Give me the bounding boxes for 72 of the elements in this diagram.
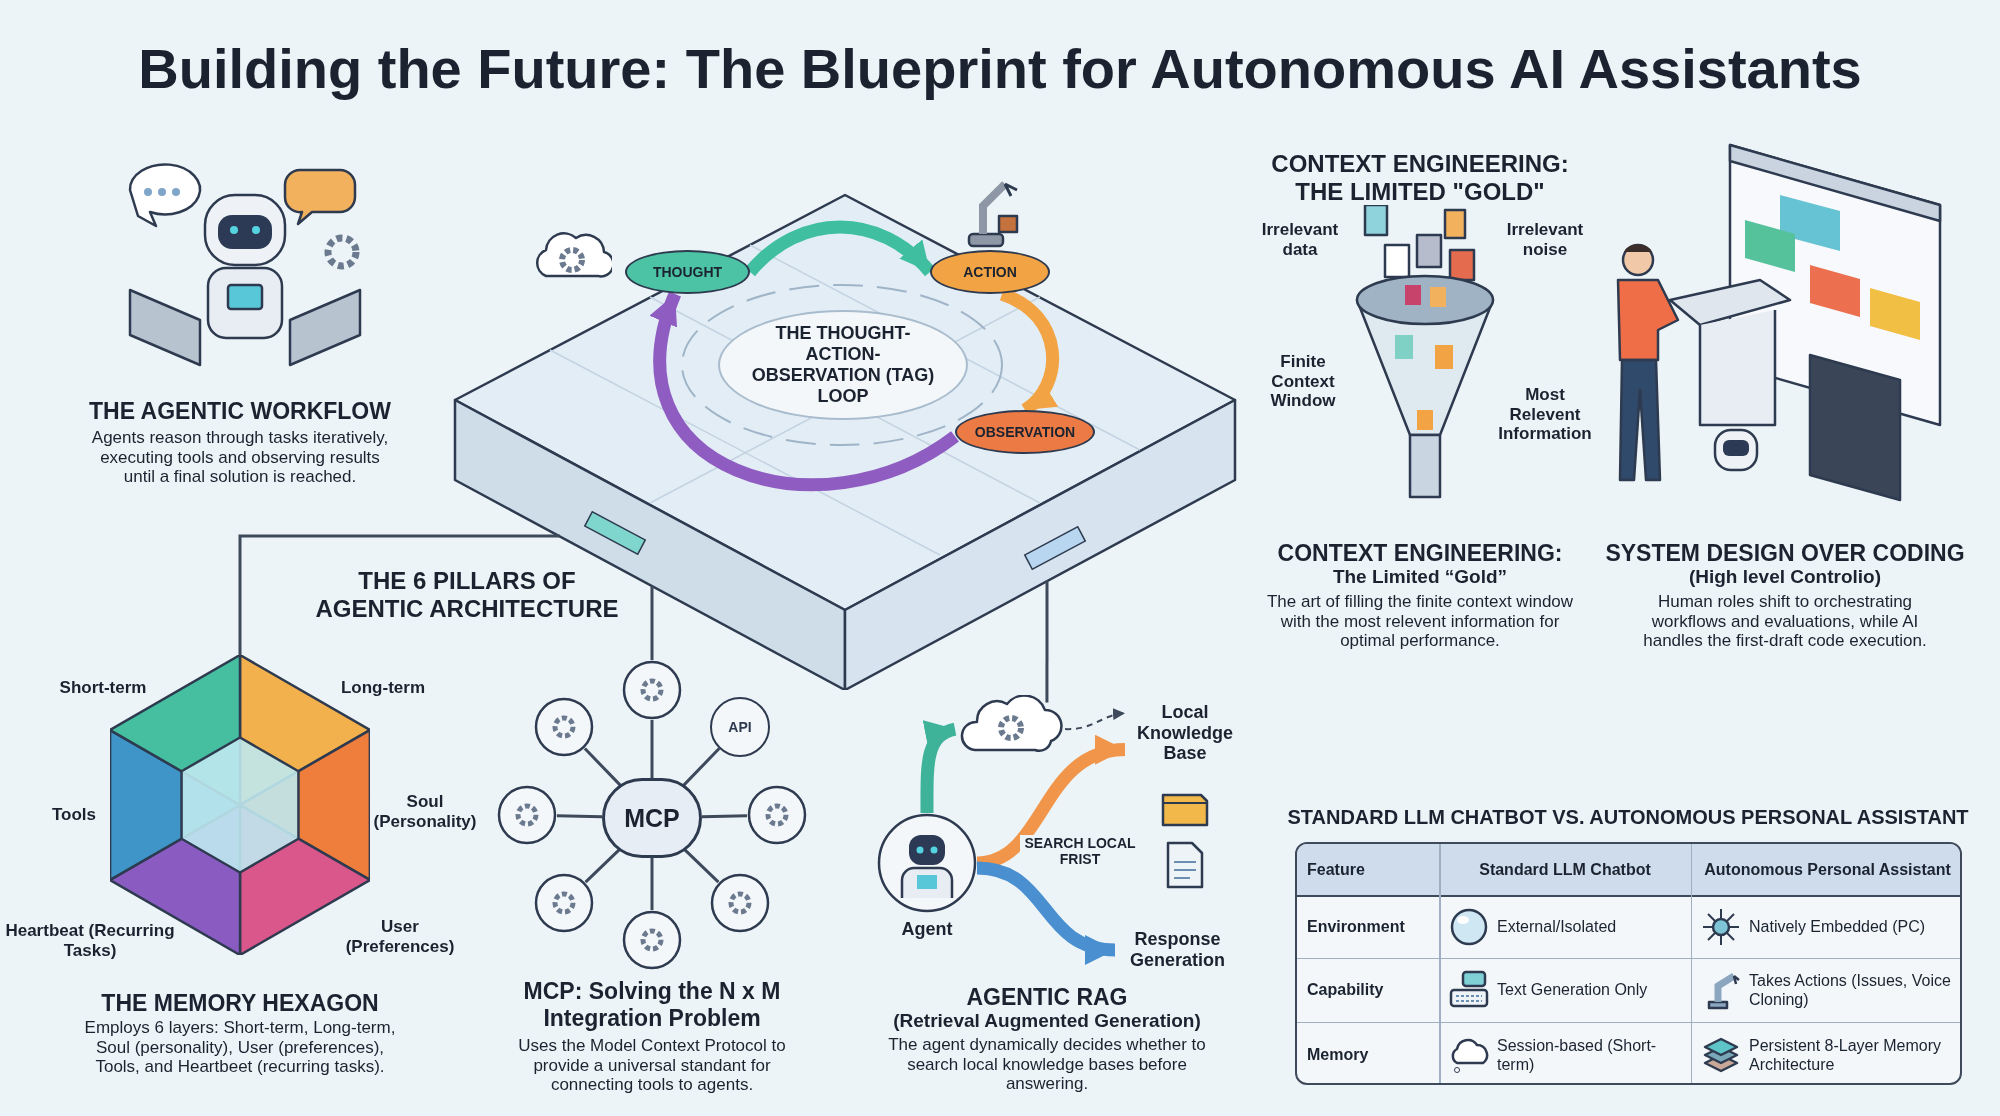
segment-label: User (Preferences)	[345, 917, 455, 957]
row-header: Environment	[1307, 916, 1406, 937]
connector-line	[650, 858, 654, 910]
section-heading: CONTEXT ENGINEERING:	[1276, 540, 1564, 567]
connector-line	[650, 720, 654, 778]
table-text: Natively Embedded (PC)	[1749, 916, 1927, 937]
tool-circle	[622, 660, 682, 720]
tool-circle: API	[710, 697, 770, 757]
description: The agent dynamically decides whether to search local knowledge bases before answering.	[887, 1035, 1207, 1094]
table-text: Persistent 8-Layer Memory Architecture	[1749, 1035, 1943, 1074]
tool-circle	[497, 785, 557, 845]
callout-text: Finite Context Window	[1269, 352, 1337, 411]
tool-circle	[534, 873, 594, 933]
loop-step-pill: THOUGHT	[625, 250, 750, 294]
segment-label: Long-term	[339, 678, 426, 698]
connector-line	[583, 747, 623, 788]
section-heading: SYSTEM DESIGN OVER CODING	[1604, 540, 1966, 567]
arrow	[976, 861, 1116, 963]
connector-line	[238, 534, 560, 655]
row-header: Capability	[1307, 980, 1385, 1000]
section-heading: CONTEXT ENGINEERING: THE LIMITED "GOLD"	[1270, 150, 1570, 206]
section-heading: AGENTIC RAG	[965, 984, 1129, 1011]
connector-line	[584, 847, 622, 884]
callout-text: Irrelevant noise	[1505, 220, 1585, 260]
node-label: Response Generation	[1115, 925, 1240, 975]
section-heading: MCP: Solving the N x M Integration Problem	[522, 978, 782, 1032]
table-text: Session-based (Short-term)	[1497, 1035, 1658, 1074]
arrow	[1064, 708, 1126, 731]
subheading: (High level Controlio)	[1687, 566, 1883, 588]
table-text: Text Generation Only	[1497, 980, 1649, 1000]
connector-line	[650, 585, 654, 660]
description: Employs 6 layers: Short-term, Long-term, Soul (personality), User (preferences), Tools, and Heartbeet (recurring tasks).	[83, 1018, 397, 1077]
callout-text: Irrelevant data	[1260, 220, 1340, 260]
tool-circle	[747, 785, 807, 845]
description: Agents reason through tasks iteratively, executing tools and observing results until a final solution is reached.	[90, 428, 390, 487]
connector-line	[681, 747, 721, 788]
connector-line	[701, 814, 748, 819]
section-heading: THE AGENTIC WORKFLOW	[88, 398, 392, 425]
arrow	[920, 722, 957, 814]
column-header: Autonomous Personal Assistant	[1703, 859, 1952, 880]
hub-node: MCP	[602, 778, 702, 858]
segment-label: Heartbeat (Recurring Tasks)	[5, 921, 175, 961]
connector-line	[682, 847, 720, 884]
section-heading: THE MEMORY HEXAGON	[100, 990, 380, 1017]
row-header: Memory	[1307, 1044, 1370, 1065]
section-heading: THE 6 PILLARS OF AGENTIC ARCHITECTURE	[314, 567, 620, 623]
connector-line	[556, 814, 603, 819]
column-header: Feature	[1307, 859, 1366, 880]
description: Uses the Model Context Protocol to provide a universal standant for connecting tools to agents.	[517, 1036, 787, 1095]
arrow	[651, 292, 959, 492]
callout-text: Most Relevent Information	[1497, 385, 1593, 444]
description: Human roles shift to orchestrating workflows and evaluations, while AI handles the first-draft code execution.	[1642, 592, 1928, 651]
node-label: Local Knowledge Base	[1125, 700, 1245, 766]
tool-circle	[534, 697, 594, 757]
segment-label: Tools	[50, 805, 98, 825]
table-text: Takes Actions (Issues, Voice Cloning)	[1749, 970, 1952, 1010]
arrow	[745, 220, 935, 277]
tool-circle	[622, 910, 682, 970]
node-caption: Agent	[900, 919, 954, 940]
description: The art of filling the finite context window with the most relevent information for optimal performance.	[1265, 592, 1575, 651]
column-header: Standard LLM Chatbot	[1478, 859, 1652, 880]
table-title: STANDARD LLM CHATBOT VS. AUTONOMOUS PERSONAL ASSISTANT	[1286, 806, 1970, 829]
segment-label: Short-term	[58, 678, 148, 698]
connector-line	[1045, 580, 1049, 703]
loop-step-pill: ACTION	[930, 250, 1050, 294]
page-title: Building the Future: The Blueprint for Autonomous AI Assistants	[137, 36, 1863, 101]
agent-circle	[877, 813, 977, 913]
subheading: (Retrieval Augmented Generation)	[892, 1010, 1202, 1032]
subheading: The Limited “Gold”	[1331, 566, 1509, 588]
table-text: External/Isolated	[1497, 916, 1618, 937]
segment-label: Soul (Personality)	[372, 792, 478, 832]
tool-circle	[710, 873, 770, 933]
